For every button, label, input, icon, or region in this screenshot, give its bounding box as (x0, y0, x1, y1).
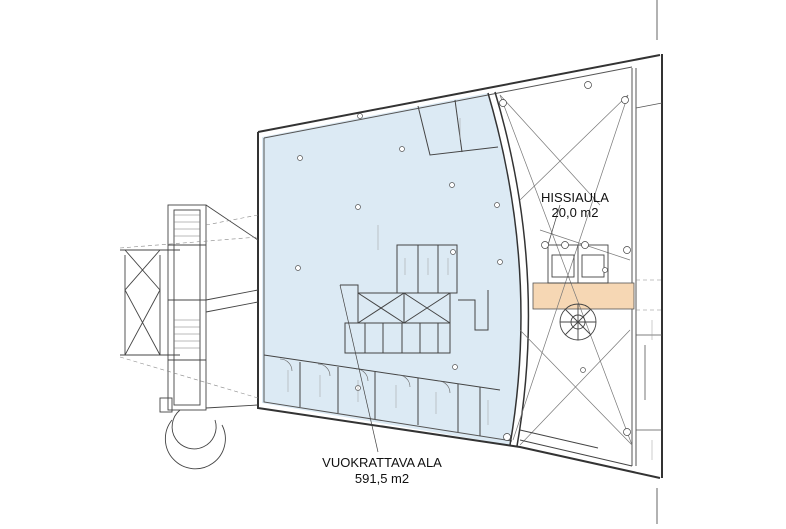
rentable-area-name: VUOKRATTAVA ALA (322, 455, 442, 470)
room-tags (287, 118, 653, 460)
building-inner-outline (263, 66, 637, 466)
rentable-area-label: VUOKRATTAVA ALA 591,5 m2 (292, 455, 472, 487)
office-rooms (263, 354, 501, 436)
leader-lines (339, 204, 561, 453)
column-markers (499, 81, 631, 441)
dashed-guides (119, 214, 662, 399)
rentable-area-zone (262, 93, 521, 445)
elevator-hall-name: HISSIAULA (541, 190, 609, 205)
stair-treads (174, 214, 200, 349)
rentable-area-size: 591,5 m2 (354, 471, 410, 486)
central-core (340, 244, 489, 354)
curved-partition (487, 91, 530, 447)
ceiling-fixtures (295, 113, 608, 391)
elevator-hall-area: 20,0 m2 (551, 205, 599, 220)
room-doors (279, 358, 451, 394)
top-room (417, 99, 499, 156)
building-outline (257, 54, 663, 479)
lobby-core (519, 244, 633, 467)
right-facade (635, 102, 663, 431)
exterior-stair-structure (120, 204, 259, 470)
elevator-hall-label: HISSIAULA 20,0 m2 (520, 190, 630, 220)
